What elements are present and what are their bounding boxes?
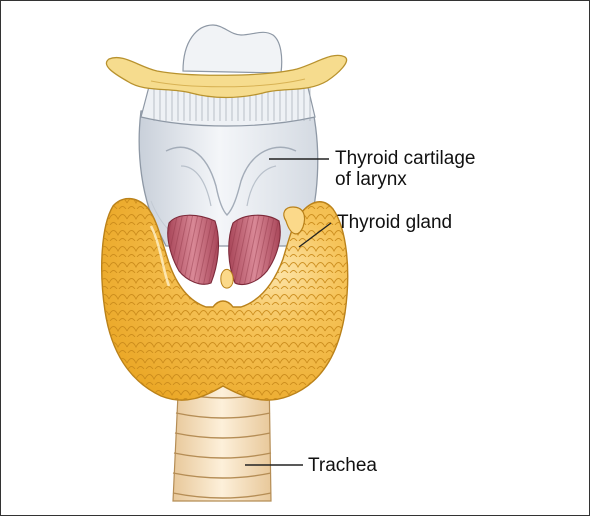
label-trachea: Trachea <box>308 455 377 476</box>
label-thyroid-cartilage-line2: of larynx <box>335 169 475 190</box>
label-thyroid-cartilage-line1: Thyroid cartilage <box>335 148 475 169</box>
label-thyroid-gland: Thyroid gland <box>337 212 452 233</box>
epiglottis <box>183 25 282 73</box>
label-thyroid-cartilage: Thyroid cartilage of larynx <box>335 148 475 190</box>
